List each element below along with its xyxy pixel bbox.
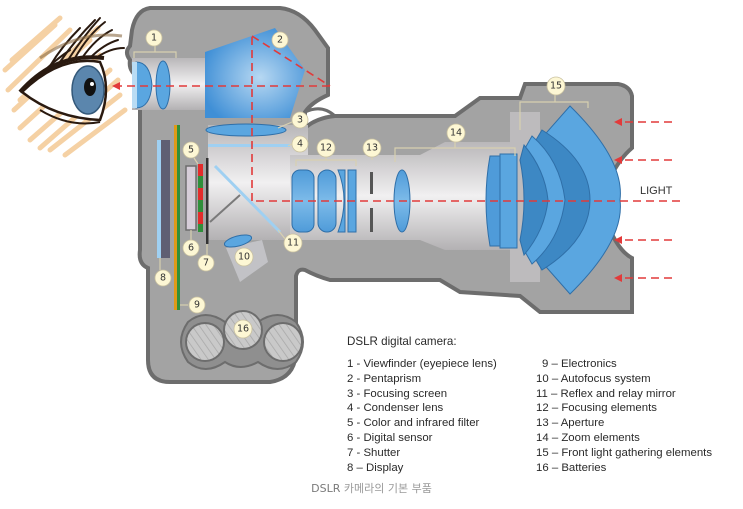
callout-4: 4 xyxy=(291,135,309,153)
callout-12: 12 xyxy=(316,138,336,158)
batteries xyxy=(180,310,304,370)
callout-11: 11 xyxy=(283,233,303,253)
aperture-top xyxy=(370,172,373,194)
legend-item: 3 - Focusing screen xyxy=(347,387,448,400)
callout-16: 16 xyxy=(233,319,253,339)
callout-1: 1 xyxy=(145,29,163,47)
arrowhead-eye xyxy=(112,82,120,90)
eyebrow xyxy=(39,33,123,60)
electronics-board-orange xyxy=(174,125,177,310)
color-ir-filter xyxy=(198,164,203,232)
svg-text:8: 8 xyxy=(160,273,166,284)
light-rays xyxy=(118,35,680,279)
svg-text:5: 5 xyxy=(188,145,194,156)
eyepiece-lenses xyxy=(132,60,171,110)
callout-5: 5 xyxy=(182,141,200,159)
legend-item: 12 – Focusing elements xyxy=(536,402,657,415)
caption-text: 카메라의 기본 부품 xyxy=(340,482,432,495)
legend-item: 14 – Zoom elements xyxy=(536,431,640,444)
legend-item: 11 – Reflex and relay mirror xyxy=(536,387,676,400)
svg-text:16: 16 xyxy=(237,324,249,335)
svg-text:9: 9 xyxy=(194,300,200,311)
ray-arrowheads xyxy=(112,82,622,282)
legend-item: 8 – Display xyxy=(347,461,404,474)
legend-item: 7 - Shutter xyxy=(347,446,401,459)
ray-prism-diag xyxy=(251,35,331,87)
svg-text:2: 2 xyxy=(277,35,283,46)
callout-13: 13 xyxy=(362,138,382,158)
lower-lid-crease xyxy=(39,109,101,125)
svg-text:3: 3 xyxy=(297,115,303,126)
eye-illustration xyxy=(2,15,128,158)
pentaprism xyxy=(205,28,305,118)
legend-item: 13 – Aperture xyxy=(536,417,605,430)
svg-text:4: 4 xyxy=(297,139,303,150)
callout-7: 7 xyxy=(197,254,215,272)
legend-item: 1 - Viewfinder (eyepiece lens) xyxy=(347,358,497,370)
callout-15: 15 xyxy=(546,76,566,96)
legend-item: 9 – Electronics xyxy=(542,358,617,370)
display xyxy=(160,140,170,258)
svg-text:12: 12 xyxy=(320,143,332,154)
svg-text:11: 11 xyxy=(287,238,299,249)
image-caption: DSLR 카메라의 기본 부품 xyxy=(0,480,743,496)
callout-9: 9 xyxy=(188,296,206,314)
svg-text:7: 7 xyxy=(203,258,209,269)
legend-item: 6 - Digital sensor xyxy=(347,431,433,444)
legend-right-column: 9 – Electronics 10 – Autofocus system 11… xyxy=(536,357,712,475)
svg-text:10: 10 xyxy=(238,252,250,263)
caption-prefix: DSLR xyxy=(311,482,341,495)
legend-item: 5 - Color and infrared filter xyxy=(347,417,480,430)
upper-eyelid xyxy=(18,55,105,94)
svg-text:15: 15 xyxy=(550,81,562,92)
shutter xyxy=(206,158,209,244)
front-light-gathering-elements xyxy=(519,105,621,295)
legend-item: 15 – Front light gathering elements xyxy=(536,446,713,459)
legend-item: 10 – Autofocus system xyxy=(536,372,651,385)
svg-text:13: 13 xyxy=(366,143,378,154)
callout-6: 6 xyxy=(182,239,200,257)
legend-left-column: 1 - Viewfinder (eyepiece lens) 2 - Penta… xyxy=(347,357,497,475)
body-notch xyxy=(304,107,337,118)
svg-text:6: 6 xyxy=(188,243,194,254)
pupil xyxy=(84,78,96,96)
reflex-mirror xyxy=(213,164,282,234)
callout-2: 2 xyxy=(271,31,289,49)
aperture-bottom xyxy=(370,208,373,232)
focusing-screen xyxy=(205,123,287,137)
callout-8: 8 xyxy=(154,269,172,287)
legend-item: 4 - Condenser lens xyxy=(347,402,444,415)
svg-text:14: 14 xyxy=(450,128,462,139)
callout-14: 14 xyxy=(446,123,466,143)
electronics-board-green xyxy=(177,125,180,310)
legend-item: 16 – Batteries xyxy=(536,461,607,474)
svg-text:1: 1 xyxy=(151,33,157,44)
callout-10: 10 xyxy=(234,247,254,267)
condenser-lens xyxy=(208,144,290,147)
autofocus-lens xyxy=(223,234,253,248)
digital-sensor xyxy=(185,165,197,231)
legend-title: DSLR digital camera: xyxy=(347,335,457,348)
legend-item: 2 - Pentaprism xyxy=(347,372,422,385)
callout-3: 3 xyxy=(291,111,309,129)
light-label: LIGHT xyxy=(640,185,673,197)
relay-mirror xyxy=(209,194,241,223)
